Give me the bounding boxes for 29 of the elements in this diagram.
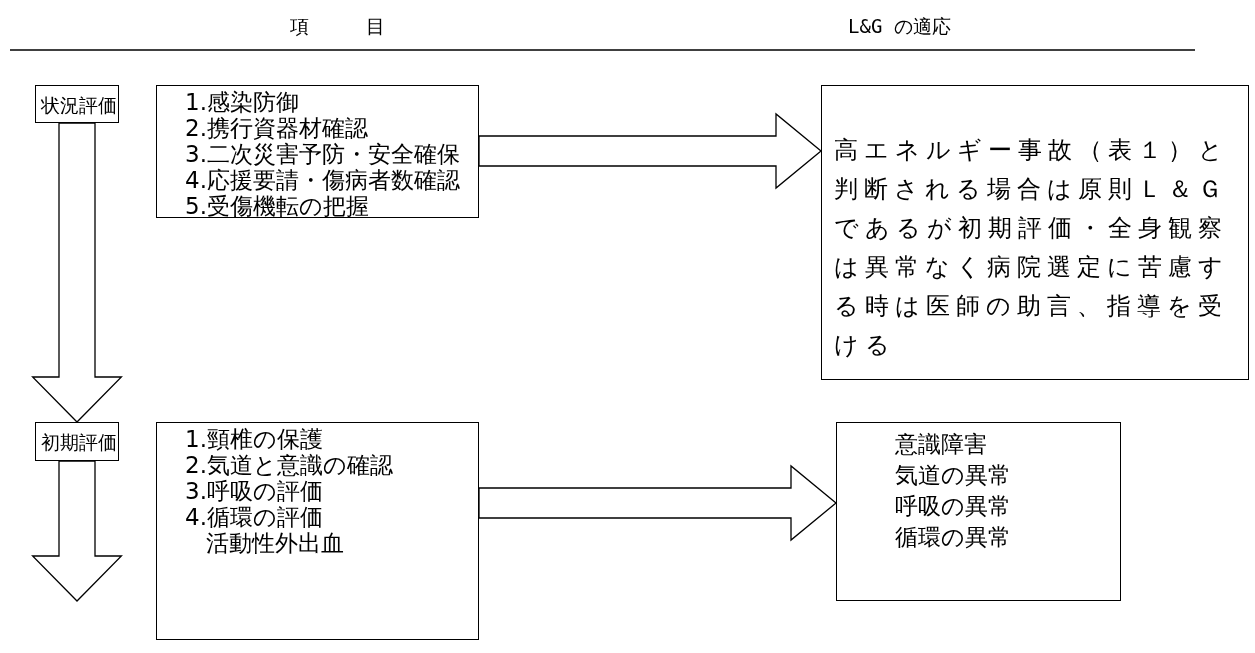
box-text: 高エネルギー事故（表１）と判断される場合は原則Ｌ＆Ｇであるが初期評価・全身観察は異常なく病院選定に苦慮する時は医師の助言、指導を受ける [834,135,1230,361]
box-text: 初期評価 [41,430,118,455]
list-item: 3.呼吸の評価 [185,478,324,504]
text-box [156,85,479,218]
column-header: L&G の適応 [848,14,951,39]
list-item: 呼吸の異常 [895,492,1012,521]
column-header: 項 目 [290,14,385,39]
list-item: 意識障害 [895,430,988,459]
block-arrow [31,460,123,602]
block-arrow [478,464,838,542]
list-item: 循環の異常 [895,523,1012,552]
text-box [156,422,479,640]
list-item: 2.携行資器材確認 [185,115,369,141]
block-arrow [478,112,823,190]
text-box [821,85,1249,380]
list-item: 4.循環の評価 [185,504,324,530]
text-box [35,422,119,461]
list-item: 4.応援要請・傷病者数確認 [185,167,461,193]
list-item: 気道の異常 [895,461,1012,490]
box-text: 状況評価 [41,93,118,118]
text-box [836,422,1121,601]
block-arrow [31,122,123,423]
list-item: 1.感染防御 [185,89,300,115]
list-item: 活動性外出血 [205,530,345,556]
list-item: 2.気道と意識の確認 [185,452,394,478]
text-box [35,85,119,123]
list-item: 5.受傷機転の把握 [185,193,370,219]
list-item: 3.二次災害予防・安全確保 [185,141,461,167]
list-item: 1.頸椎の保護 [185,426,324,452]
